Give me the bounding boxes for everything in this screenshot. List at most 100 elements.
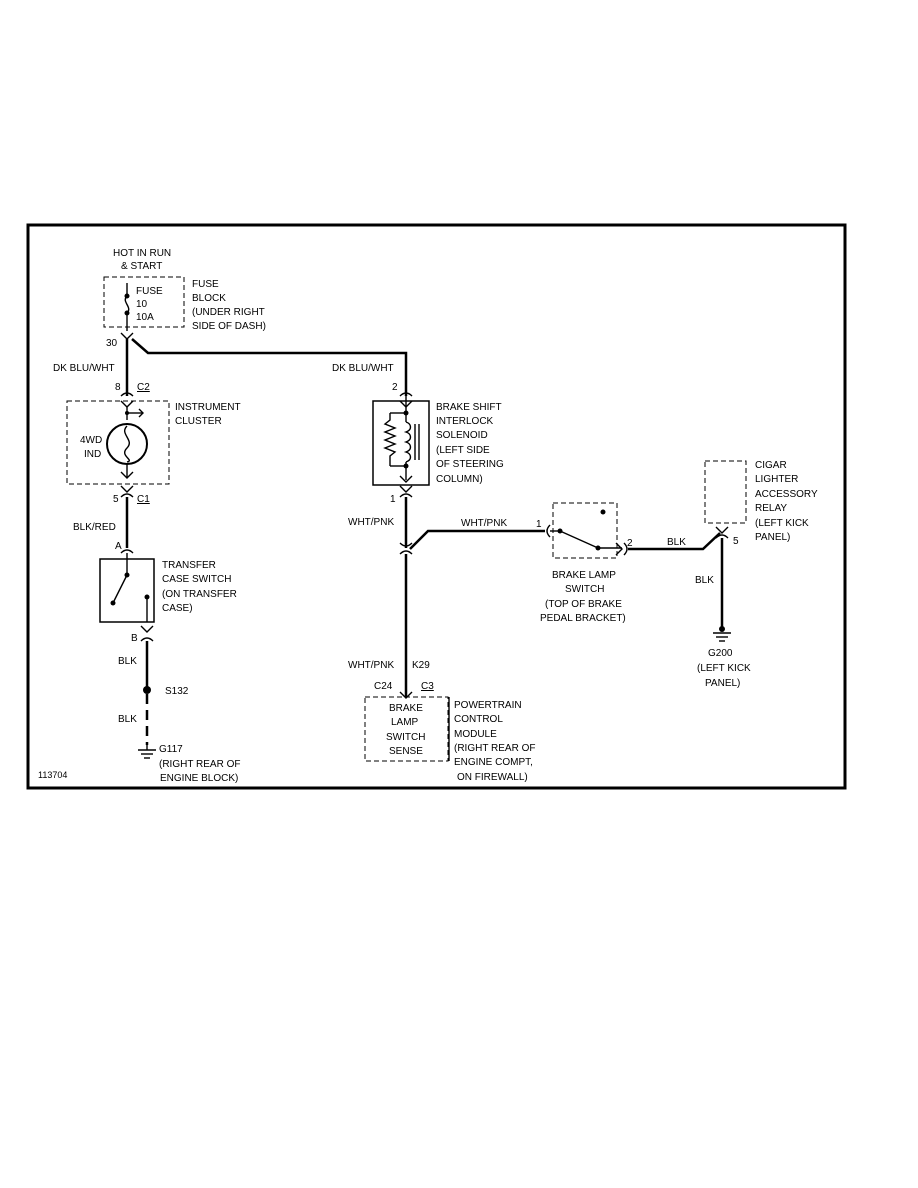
fuse-symbol [124, 295, 130, 314]
pin-label: 1 [390, 494, 396, 505]
pin-label: 2 [627, 538, 633, 549]
fuse-block-label: FUSE [192, 279, 219, 290]
pcm-input-label: BRAKE [389, 703, 423, 714]
wire-dk-blu-wht [131, 338, 408, 396]
connector-symbol [120, 332, 134, 340]
pin-label: 1 [536, 519, 542, 530]
pin-label: 2 [392, 382, 398, 393]
switch-label: CASE) [162, 603, 193, 614]
figure-id: 113704 [38, 770, 67, 780]
pin-label: C24 [374, 681, 393, 692]
relay-label: CIGAR [755, 460, 787, 471]
indicator-label: 4WD [80, 435, 102, 446]
wire-label-dk-blu-wht: DK BLU/WHT [332, 363, 394, 374]
fuse-terminal: 30 [106, 338, 118, 349]
connector-label: C2 [137, 382, 150, 393]
cigar-lighter-accessory-relay: 5 CIGAR LIGHTER ACCESSORY RELAY (LEFT KI… [704, 460, 818, 547]
pcm-label: ON FIREWALL) [457, 772, 528, 783]
fuse-block-label: BLOCK [192, 293, 226, 304]
solenoid-label: BRAKE SHIFT [436, 402, 502, 413]
splice-label: S132 [165, 686, 189, 697]
pcm-input-label: SENSE [389, 746, 423, 757]
supply-label: HOT IN RUN [113, 248, 171, 259]
pin-label: B [131, 633, 138, 644]
wire-label-wht-pnk: WHT/PNK [348, 660, 394, 671]
ground-location: ENGINE BLOCK) [160, 773, 238, 784]
pcm-outline [364, 696, 449, 762]
pcm-label: (RIGHT REAR OF [454, 743, 535, 754]
connector-symbol [120, 392, 134, 397]
cluster-label: CLUSTER [175, 416, 222, 427]
pcm-input-label: SWITCH [386, 732, 425, 743]
wire-label-blk: BLK [118, 714, 137, 725]
instrument-cluster: 8 C2 4WD IND INSTRUMENT CLUSTER 5 C1 [66, 382, 241, 505]
brake-lamp-switch: 1 2 BRAKE LAMP SWITCH (TOP OF BRAKE PEDA… [536, 502, 633, 624]
switch-label: (ON TRANSFER [162, 589, 237, 600]
solenoid-label: COLUMN) [436, 474, 483, 485]
solenoid-outline [372, 400, 430, 486]
wire-wht-pnk [409, 529, 545, 550]
switch-blade [112, 574, 128, 604]
solenoid-label: OF STEERING [436, 459, 504, 470]
wire-label-blk-red: BLK/RED [73, 522, 116, 533]
fuse-block-label: SIDE OF DASH) [192, 321, 266, 332]
pcm-label: MODULE [454, 729, 497, 740]
wire-label-wht-pnk: WHT/PNK [461, 518, 507, 529]
wire-blk [628, 532, 721, 551]
ground-location: PANEL) [705, 678, 740, 689]
fuse-block-label: (UNDER RIGHT [192, 307, 265, 318]
relay-label: PANEL) [755, 532, 790, 543]
pin-label: 8 [115, 382, 121, 393]
switch-outline [552, 502, 618, 559]
connector-label: C3 [421, 681, 434, 692]
wire-label-wht-pnk: WHT/PNK [348, 517, 394, 528]
fuse-rating: 10A [136, 312, 154, 323]
connector-symbol [120, 485, 134, 493]
solenoid-label: (LEFT SIDE [436, 445, 490, 456]
ground-g117: G117 (RIGHT REAR OF ENGINE BLOCK) [138, 744, 240, 784]
pin-label: 5 [113, 494, 119, 505]
relay-label: ACCESSORY [755, 489, 818, 500]
switch-blade [559, 530, 599, 549]
ground-location: (LEFT KICK [697, 663, 751, 674]
switch-label: SWITCH [565, 584, 604, 595]
brake-shift-interlock-solenoid: 2 BRAKE SHIFT INTERLOCK SOLENOID (LEFT S… [372, 382, 504, 505]
diagram-frame [26, 223, 847, 790]
wire-label-blk: BLK [667, 537, 686, 548]
fuse-name: FUSE [136, 286, 163, 297]
pcm-label: CONTROL [454, 714, 503, 725]
wire-label-blk: BLK [695, 575, 714, 586]
switch-label: TRANSFER [162, 560, 216, 571]
fuse-block-outline [103, 276, 185, 328]
splice-s132 [143, 686, 151, 694]
solenoid-label: INTERLOCK [436, 416, 494, 427]
switch-label: PEDAL BRACKET) [540, 613, 626, 624]
coil-symbol [403, 421, 412, 463]
pin-label: A [115, 541, 122, 552]
switch-label: (TOP OF BRAKE [545, 599, 622, 610]
wire-label-dk-blu-wht: DK BLU/WHT [53, 363, 115, 374]
ground-name: G200 [708, 648, 733, 659]
indicator-label: IND [84, 449, 101, 460]
switch-label: CASE SWITCH [162, 574, 231, 585]
powertrain-control-module: K29 C24 C3 BRAKE LAMP SWITCH SENSE POWER… [364, 660, 535, 783]
relay-label: LIGHTER [755, 474, 798, 485]
pcm-label: ENGINE COMPT, [454, 757, 533, 768]
ground-name: G117 [159, 744, 183, 755]
transfer-case-switch: A TRANSFER CASE SWITCH (ON TRANSFER CASE… [99, 541, 237, 644]
ground-location: (RIGHT REAR OF [159, 759, 240, 770]
pcm-input-label: LAMP [391, 717, 419, 728]
supply-label: & START [121, 261, 162, 272]
solenoid-label: SOLENOID [436, 430, 488, 441]
ground-g200: G200 (LEFT KICK PANEL) [697, 626, 751, 689]
switch-label: BRAKE LAMP [552, 570, 616, 581]
coil-symbol [383, 413, 397, 466]
relay-label: RELAY [755, 503, 787, 514]
pin-label: K29 [412, 660, 430, 671]
cluster-outline [66, 400, 170, 485]
relay-label: (LEFT KICK [755, 518, 809, 529]
fuse-block: HOT IN RUN & START FUSE 10 10A FUSE BLOC… [103, 248, 266, 349]
relay-outline [704, 460, 747, 524]
fuse-number: 10 [136, 299, 148, 310]
